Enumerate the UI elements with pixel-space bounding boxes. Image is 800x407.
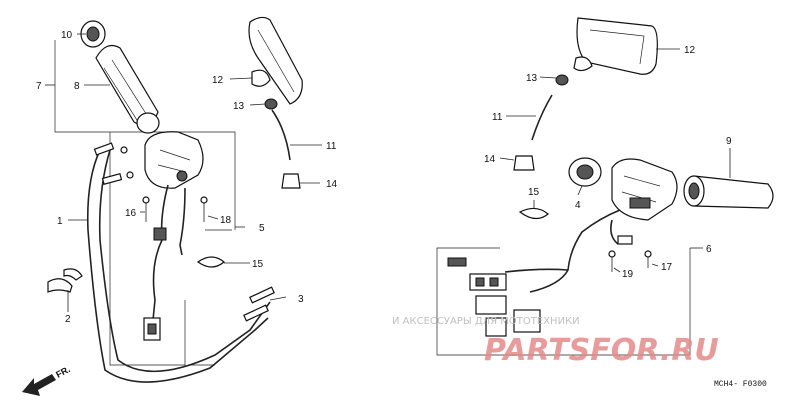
callout-labels: 10 7 8 1 2 3 5 15 18 16 12 13 11 14 12 1… [36, 30, 732, 325]
left-grip [95, 45, 160, 134]
left-wire-harness [151, 184, 186, 331]
left-switch-housing [144, 131, 204, 189]
small-connector-left [153, 227, 167, 241]
callout-4: 4 [575, 200, 581, 211]
callout-10: 10 [61, 30, 73, 41]
watermark-tagline: И АКСЕССУАРЫ ДЛЯ МОТОТЕХНИКИ [392, 316, 580, 327]
callout-14-left: 14 [326, 179, 338, 190]
cable-end-fittings [93, 142, 275, 322]
callout-13-right: 13 [526, 73, 538, 84]
right-wire-harness [504, 209, 621, 293]
left-mirror [248, 16, 303, 105]
callout-13-left: 13 [233, 101, 245, 112]
front-direction-label: FR. [54, 364, 71, 380]
right-mirror [573, 17, 658, 75]
screw-17 [644, 250, 652, 268]
callout-16: 16 [125, 208, 137, 219]
right-grip [683, 175, 774, 209]
callout-3: 3 [298, 294, 304, 305]
mirror-cap-left [281, 173, 301, 189]
mirror-nut-left [264, 98, 278, 110]
callout-1: 1 [57, 216, 63, 227]
housing-collar [568, 157, 602, 187]
throttle-cable-b [98, 149, 271, 373]
wire-clip-left [196, 256, 225, 268]
left-leader-lines [45, 33, 322, 312]
mirror-stem-right [531, 94, 553, 141]
callout-15-right: 15 [528, 187, 540, 198]
callout-14-right: 14 [484, 154, 496, 165]
cable-clamp [47, 268, 83, 293]
right-switch-housing [611, 158, 678, 221]
right-leader-lines [499, 48, 731, 273]
callout-11-right: 11 [492, 112, 503, 123]
diagram-code: MCH4- F0300 [714, 380, 767, 389]
callout-18: 18 [220, 215, 232, 226]
screw-19 [608, 250, 616, 272]
mirror-stem-left [271, 109, 291, 161]
callout-17: 17 [661, 262, 673, 273]
callout-12-right: 12 [684, 45, 696, 56]
callout-2: 2 [65, 314, 71, 325]
right-connectors [447, 235, 633, 337]
callout-5: 5 [259, 223, 265, 234]
mirror-cap-right [513, 155, 535, 171]
throttle-cable-a [86, 149, 269, 383]
callout-8: 8 [74, 81, 80, 92]
front-direction-arrow [22, 374, 56, 396]
callout-7: 7 [36, 81, 42, 92]
watermark-logo: PARTSFOR.RU [484, 333, 719, 368]
right-assembly-boundary [436, 247, 691, 356]
screw-16 [142, 196, 150, 222]
callout-6: 6 [706, 244, 712, 255]
wire-clip-right [518, 207, 549, 220]
callout-11-left: 11 [326, 141, 337, 152]
screw-18 [200, 196, 208, 222]
callout-15-left: 15 [252, 259, 264, 270]
callout-19: 19 [622, 269, 634, 280]
callout-9: 9 [726, 136, 732, 147]
left-connector [143, 317, 161, 341]
callout-12-left: 12 [212, 75, 224, 86]
mirror-nut-right [555, 74, 569, 86]
